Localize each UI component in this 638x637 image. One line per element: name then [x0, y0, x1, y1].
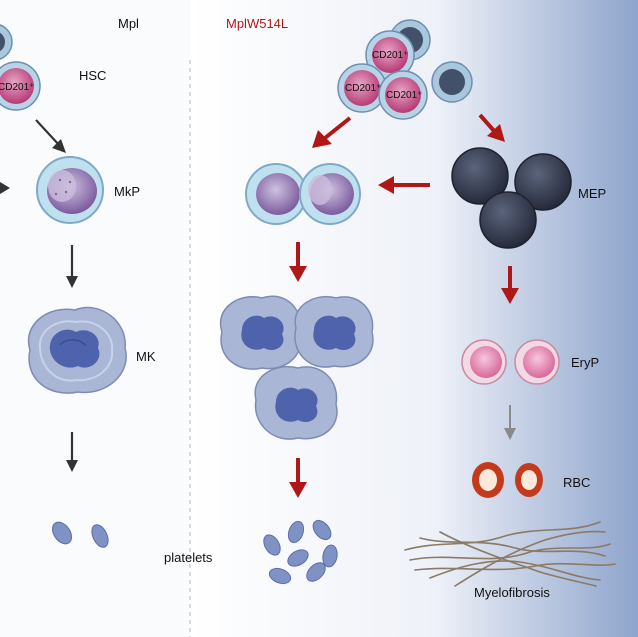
- platelets-right: [263, 519, 338, 585]
- arrow-mep-to-eryp-mutant: [501, 266, 519, 304]
- mkp-cell-left: [36, 156, 104, 224]
- arrow-mkp-to-mk: [66, 245, 78, 288]
- arrow-hsc-to-mep-mutant: [478, 113, 505, 142]
- arrow-mk-to-platelets-mutant: [289, 458, 307, 498]
- arrow-mkp-to-mk-mutant: [289, 242, 307, 282]
- rbc-cells: [472, 462, 543, 498]
- myelofibrosis-fibers: [404, 521, 616, 587]
- header-mpl: Mpl: [118, 16, 139, 31]
- arrow-edge-stub-left: [0, 182, 10, 194]
- cd201-tag-left: CD201⁺: [0, 82, 34, 93]
- cd201-tag-3: CD201⁺: [386, 90, 422, 101]
- arrow-hsc-to-mkp: [35, 119, 66, 153]
- label-mk: MK: [136, 349, 156, 364]
- arrow-mk-to-platelets: [66, 432, 78, 472]
- mk-cell-left: [27, 306, 127, 394]
- hsc-cell-cluster-left: CD201⁺: [0, 24, 41, 111]
- label-hsc: HSC: [79, 68, 107, 83]
- platelets-left: [51, 521, 109, 548]
- mk-cells-right: [219, 295, 374, 440]
- header-mplw514l: MplW514L: [226, 16, 289, 31]
- label-platelets: platelets: [164, 550, 213, 565]
- label-mkp: MkP: [114, 184, 140, 199]
- hsc-cell-cluster-right: CD201⁺ CD201⁺ CD201⁺: [337, 19, 473, 120]
- eryp-cells: [461, 339, 560, 385]
- label-myelofibrosis: Myelofibrosis: [474, 585, 550, 600]
- arrow-eryp-to-rbc: [504, 405, 516, 440]
- cd201-tag-2: CD201⁺: [345, 83, 381, 94]
- label-mep: MEP: [578, 186, 607, 201]
- label-eryp: EryP: [571, 355, 600, 370]
- arrow-mep-to-mkp-mutant: [378, 176, 430, 194]
- mep-cells: [451, 147, 572, 249]
- mkp-cells-right: [245, 163, 361, 225]
- arrow-hsc-to-mkp-mutant: [312, 116, 352, 148]
- label-rbc: RBC: [563, 475, 591, 490]
- cd201-tag-1: CD201⁺: [372, 50, 408, 61]
